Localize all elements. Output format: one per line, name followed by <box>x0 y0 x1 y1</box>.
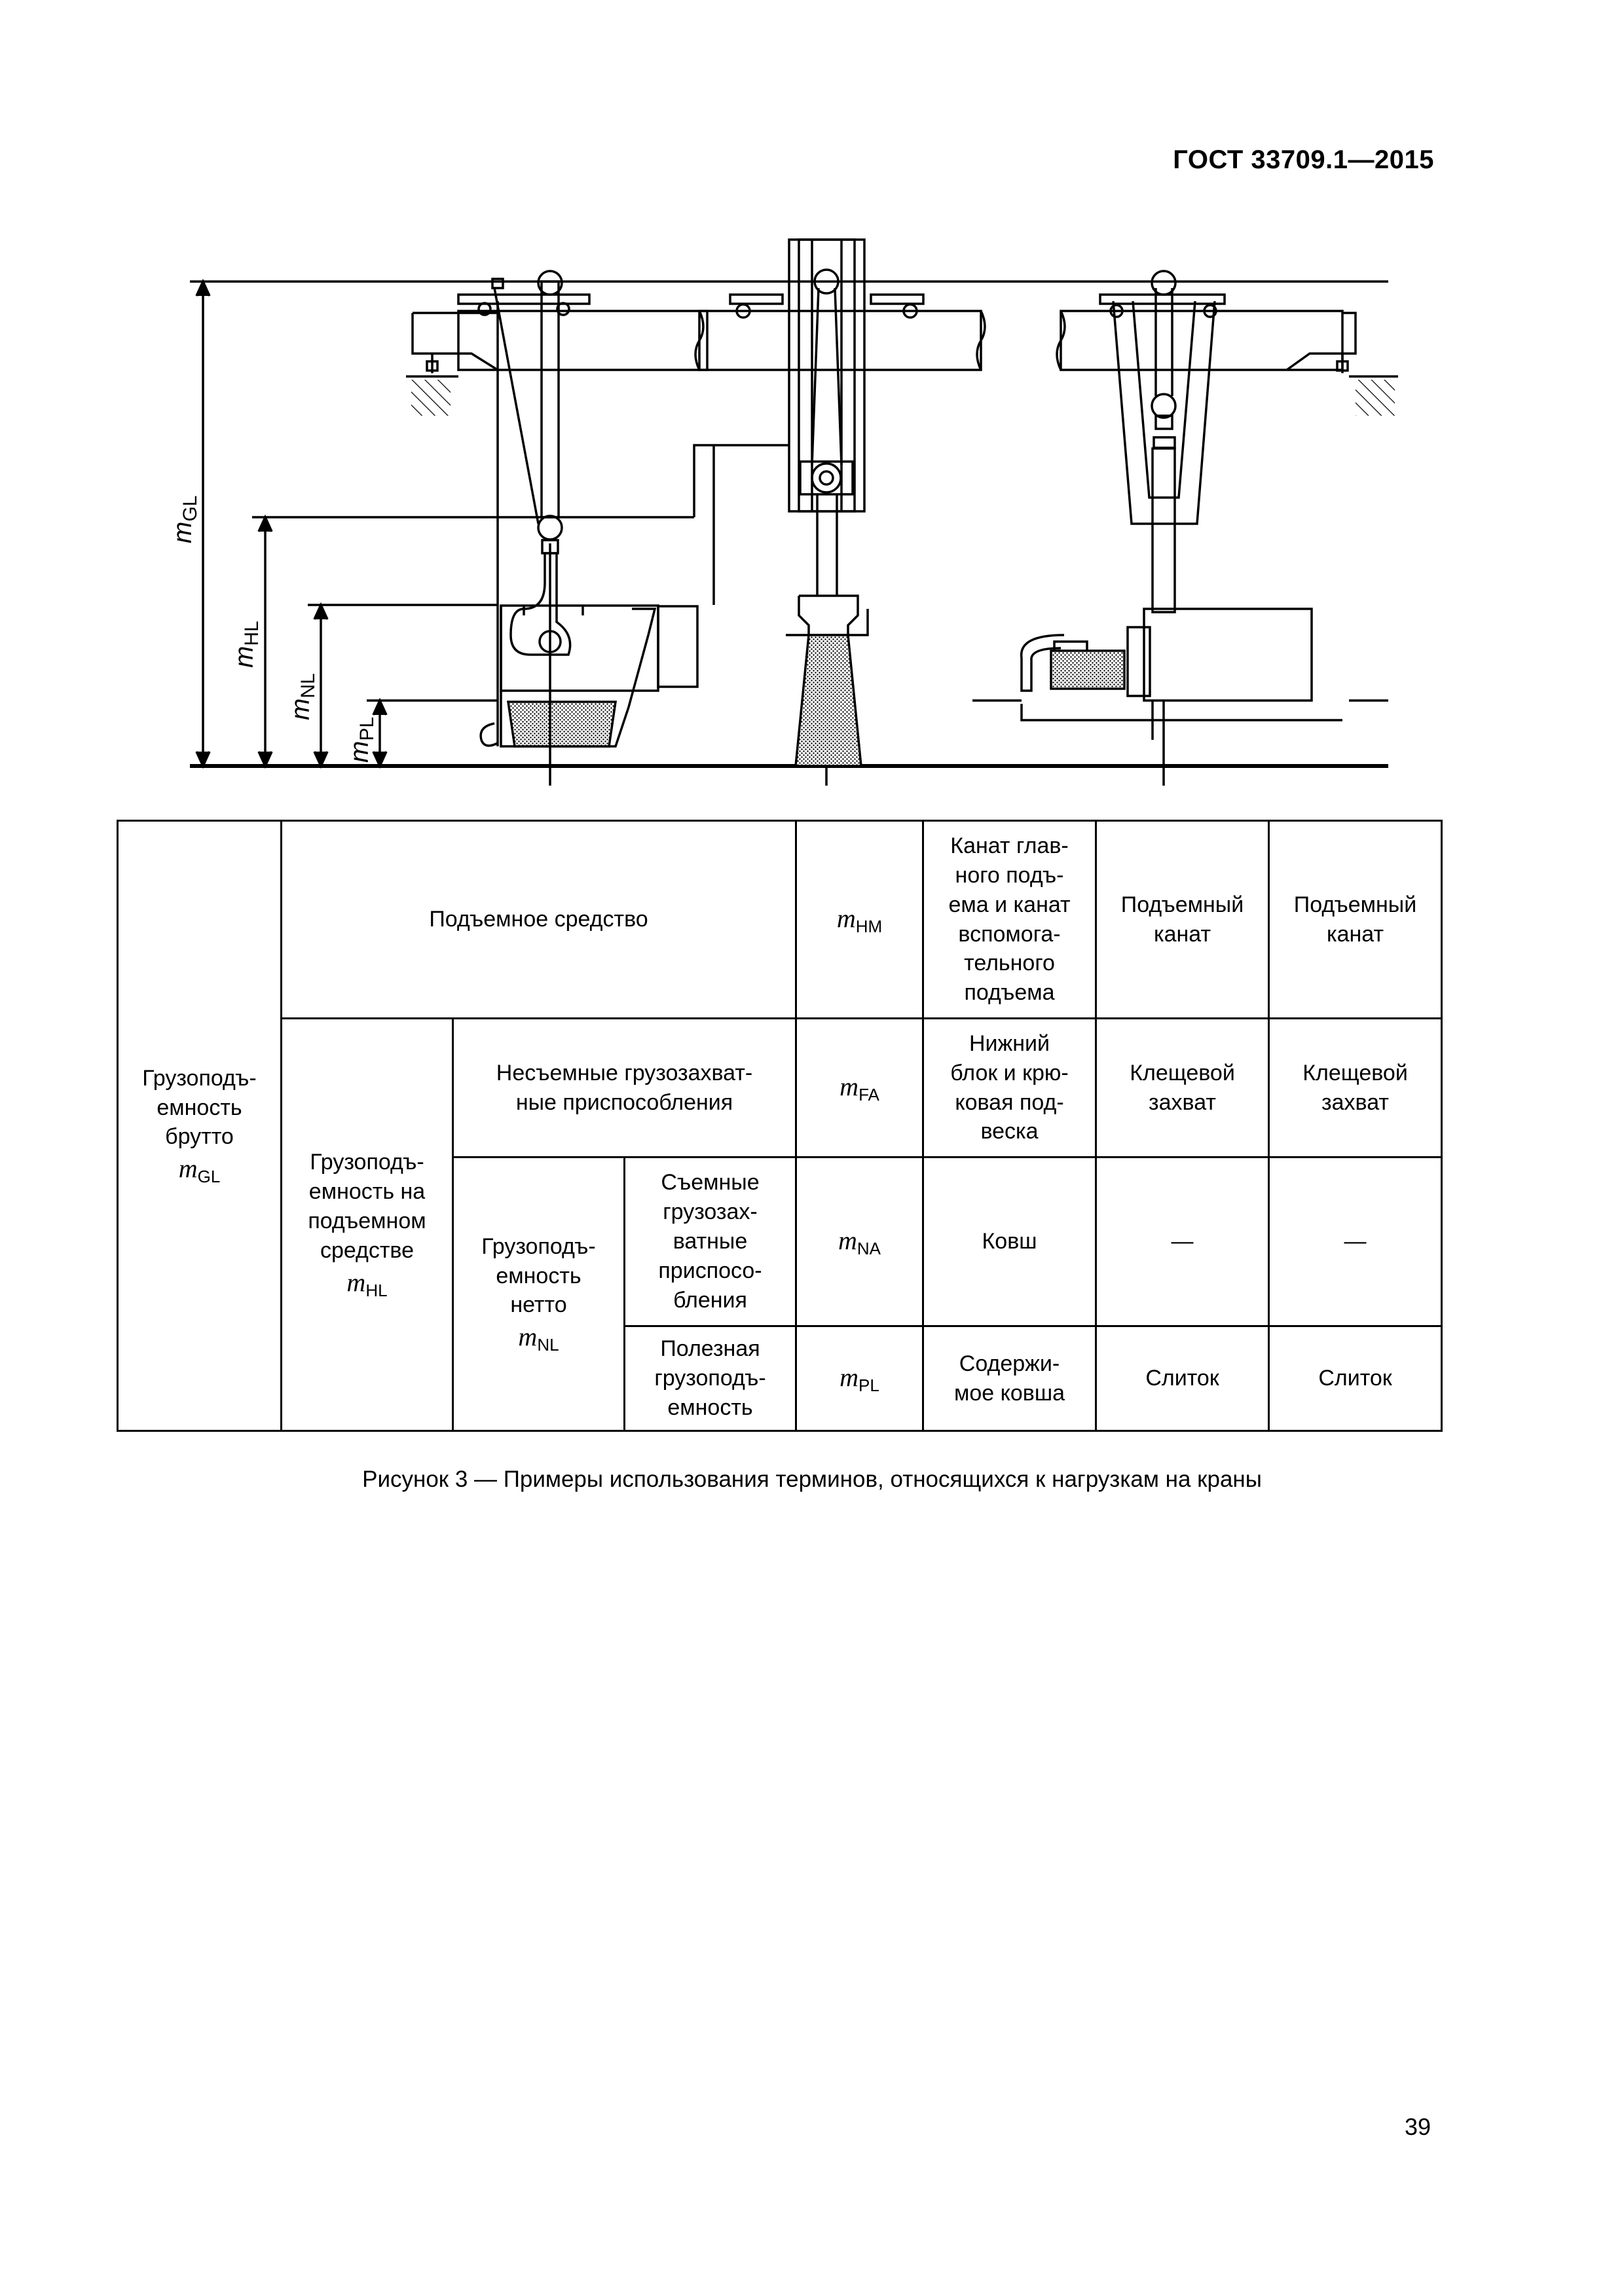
example-cell-3: Клещевой захват <box>1268 1017 1443 1158</box>
dim-label-hl: mHL <box>230 621 263 668</box>
symbol-cell: mNA <box>795 1156 925 1327</box>
row-label-cell: Несъемные грузозахват- ные приспособлени… <box>451 1017 798 1158</box>
page-number: 39 <box>1404 2113 1431 2140</box>
table-row: Грузоподъ- емность брутто mGL Подъемное … <box>117 820 1443 1432</box>
example-cell-1: Канат глав- ного подъ- ема и канат вспом… <box>922 820 1098 1019</box>
example-cell-2: Подъемный канат <box>1095 820 1270 1019</box>
dim-label-nl: mNL <box>286 673 319 720</box>
dim-hl-symbol: m <box>230 646 259 668</box>
net-capacity-symbol: mNL <box>518 1322 559 1355</box>
dim-label-pl: mPL <box>345 717 378 763</box>
row-label-cell: Подъемное средство <box>280 820 798 1019</box>
net-capacity-cell: Грузоподъ- емность нетто mNL <box>452 1156 625 1432</box>
gross-capacity-symbol: mGL <box>178 1154 221 1187</box>
dim-hl-sub: HL <box>241 621 263 646</box>
symbol-cell: mPL <box>795 1325 925 1432</box>
dim-nl-symbol: m <box>286 699 315 720</box>
hoist-capacity-cell: Грузоподъ- емность на подъемном средстве… <box>280 1017 454 1432</box>
row-label-cell: Полезная грузоподъ- емность <box>623 1325 798 1432</box>
example-cell-2: Слиток <box>1095 1325 1270 1432</box>
symbol-cell: mFA <box>795 1017 925 1158</box>
gross-capacity-cell: Грузоподъ- емность брутто mGL <box>117 820 282 1432</box>
example-cell-3: — <box>1268 1156 1443 1327</box>
net-capacity-label: Грузоподъ- емность нетто <box>481 1233 596 1318</box>
dim-nl-sub: NL <box>297 673 319 698</box>
example-cell-3: Слиток <box>1268 1325 1443 1432</box>
symbol-cell: mHM <box>795 820 925 1019</box>
dim-gl-symbol: m <box>168 522 197 543</box>
crane-loads-figure: mGL mHL mNL mPL <box>131 216 1441 799</box>
example-cell-1: Содержи- мое ковша <box>922 1325 1098 1432</box>
example-cell-2: — <box>1095 1156 1270 1327</box>
dim-label-gl: mGL <box>168 496 201 543</box>
example-cell-2: Клещевой захват <box>1095 1017 1270 1158</box>
hoist-capacity-symbol: mHL <box>346 1267 388 1300</box>
example-cell-1: Нижний блок и крю- ковая под- веска <box>922 1017 1098 1158</box>
table-row: Грузоподъ- емность нетто mNL Съемные гру… <box>118 1156 1443 1432</box>
load-terms-table: Грузоподъ- емность брутто mGL Подъемное … <box>117 820 1443 1432</box>
example-cell-1: Ковш <box>922 1156 1098 1327</box>
dim-pl-sub: PL <box>356 717 378 741</box>
row-label-cell: Съемные грузозах- ватные приспосо- блени… <box>623 1156 798 1327</box>
dim-pl-symbol: m <box>345 741 374 763</box>
document-code: ГОСТ 33709.1—2015 <box>1173 145 1434 174</box>
figure-caption: Рисунок 3 — Примеры использования термин… <box>362 1467 1262 1492</box>
example-cell-3: Подъемный канат <box>1268 820 1443 1019</box>
gross-capacity-label: Грузоподъ- емность брутто <box>142 1065 257 1150</box>
table-row: Грузоподъ- емность на подъемном средстве… <box>118 1017 1443 1432</box>
crane-diagram: mGL mHL mNL mPL <box>168 238 1398 786</box>
table-row: Полезная грузоподъ- емность mPL Содержи-… <box>118 1325 1443 1432</box>
dim-gl-sub: GL <box>179 496 201 522</box>
hoist-capacity-label: Грузоподъ- емность на подъемном средстве <box>308 1150 426 1263</box>
